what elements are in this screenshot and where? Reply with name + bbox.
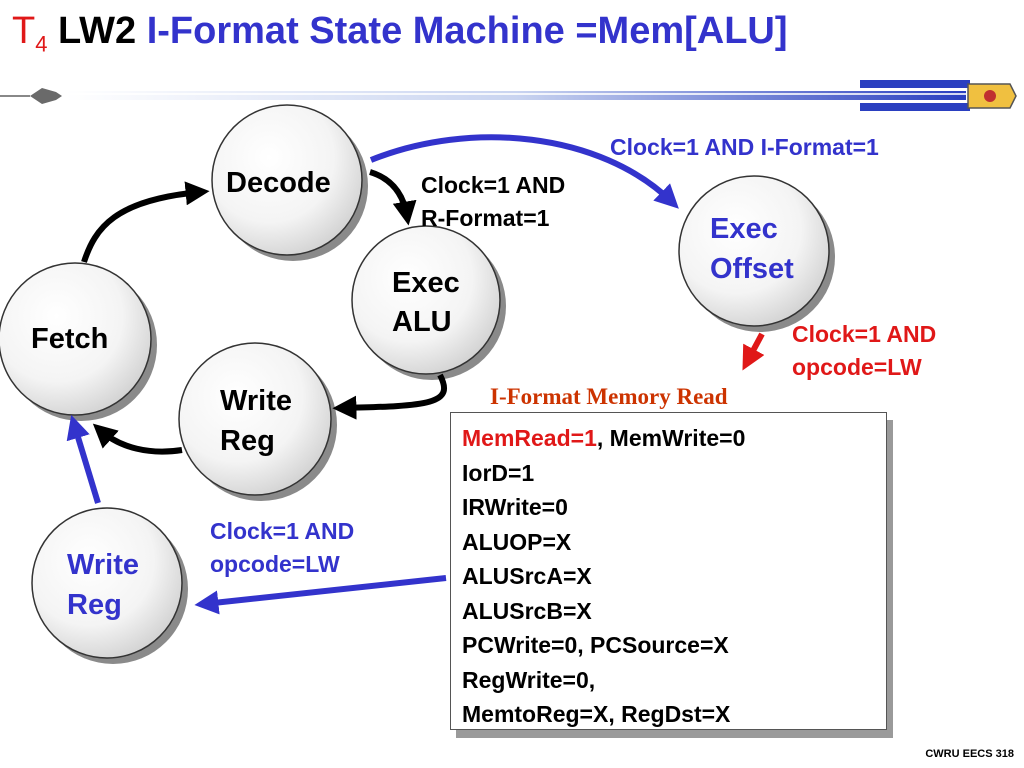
node-fetch — [0, 262, 157, 421]
node-write-reg — [178, 342, 337, 501]
arrow-write-reg-to-fetch — [92, 423, 183, 455]
arrow-memory-read-to-write-reg-lw — [194, 575, 447, 615]
edge-label-lw-offset-1: Clock=1 AND — [792, 321, 937, 347]
starship-icon — [30, 88, 62, 104]
arrow-decode-to-exec-alu — [369, 169, 417, 226]
write-reg-label-1: Write — [220, 385, 292, 417]
exec-alu-label-2: ALU — [392, 306, 452, 338]
memory-read-line-5: ALUSrcB=X — [462, 597, 592, 624]
memread-value: MemRead=1 — [462, 425, 597, 451]
edge-label-lw-offset-2: opcode=LW — [792, 354, 922, 380]
memory-read-title: I-Format Memory Read — [490, 384, 728, 409]
title-lw: LW2 — [58, 10, 137, 52]
write-reg-label-2: Reg — [220, 425, 275, 457]
exec-offset-label-2: Offset — [710, 253, 794, 285]
memory-read-line-8: MemtoReg=X, RegDst=X — [462, 701, 731, 727]
arrow-write-reg-lw-to-fetch — [66, 414, 101, 504]
edge-label-lw-write-2: opcode=LW — [210, 551, 340, 577]
footer-course: CWRU EECS 318 — [925, 748, 1014, 760]
exec-offset-label-1: Exec — [710, 213, 778, 245]
arrow-exec-alu-to-write-reg — [332, 373, 447, 420]
decode-label: Decode — [226, 167, 331, 199]
memory-read-line-2: IRWrite=0 — [462, 494, 568, 520]
arrow-fetch-to-decode — [81, 181, 210, 263]
node-exec-offset — [678, 175, 835, 332]
node-write-reg-lw — [31, 507, 188, 664]
edge-label-iformat: Clock=1 AND I-Format=1 — [610, 134, 879, 160]
header-decoration — [0, 80, 1017, 111]
memory-read-line-0: MemRead=1, MemWrite=0 — [462, 421, 886, 456]
memory-read-line-6: PCWrite=0, PCSource=X — [462, 632, 729, 658]
node-exec-alu — [351, 225, 506, 380]
slide-title: T4 LW2 I-Format State Machine =Mem[ALU] — [12, 10, 788, 58]
memory-read-line-3: ALUOP=X — [462, 528, 572, 555]
node-decode — [211, 104, 368, 261]
memory-read-line-4: ALUSrcA=X — [462, 563, 592, 589]
title-t-prefix: T4 — [12, 10, 48, 57]
edge-label-lw-write-1: Clock=1 AND — [210, 518, 355, 544]
arrow-exec-offset-to-memory-read — [742, 332, 765, 371]
edge-label-rformat-2: R-Format=1 — [421, 205, 550, 231]
memory-read-box: MemRead=1, MemWrite=0 IorD=1 IRWrite=0 A… — [450, 412, 887, 730]
edge-label-rformat-1: Clock=1 AND — [421, 172, 566, 198]
arrow-decode-to-exec-offset — [369, 134, 679, 209]
exec-alu-label-1: Exec — [392, 267, 460, 299]
memwrite-value: , MemWrite=0 — [596, 425, 746, 451]
fetch-label: Fetch — [31, 323, 109, 355]
memory-read-line-1: IorD=1 — [462, 459, 535, 486]
title-main: I-Format State Machine =Mem[ALU] — [146, 10, 788, 52]
memory-read-line-7: RegWrite=0, — [462, 666, 596, 693]
write-reg-lw-label-2: Reg — [67, 589, 122, 621]
write-reg-lw-label-1: Write — [67, 549, 139, 581]
